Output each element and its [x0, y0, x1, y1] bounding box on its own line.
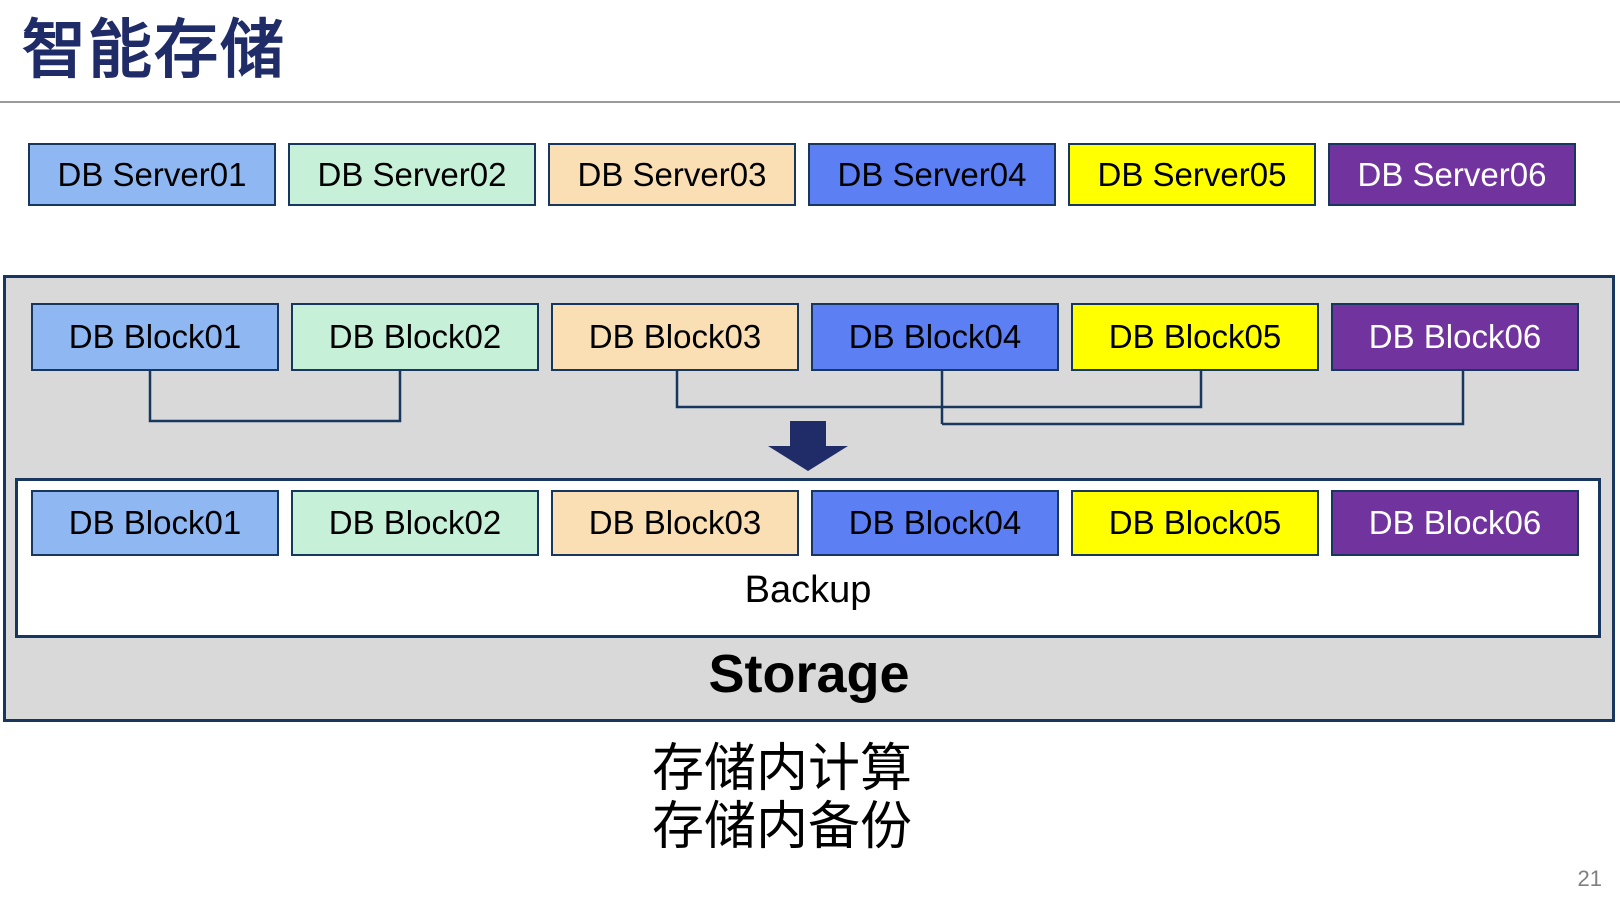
- db-block-box: DB Block03: [551, 303, 799, 371]
- page-number: 21: [1577, 866, 1602, 891]
- db-server-box: DB Server04: [808, 143, 1056, 206]
- db-block-box: DB Block01: [31, 490, 279, 556]
- db-block-box: DB Block04: [811, 303, 1059, 371]
- db-block-box: DB Block01: [31, 303, 279, 371]
- db-block-box: DB Block06: [1331, 490, 1579, 556]
- page-title: 智能存储: [22, 14, 286, 86]
- db-block-box: DB Block06: [1331, 303, 1579, 371]
- db-block-box: DB Block05: [1071, 490, 1319, 556]
- db-server-box: DB Server05: [1068, 143, 1316, 206]
- db-server-box: DB Server01: [28, 143, 276, 206]
- db-block-box: DB Block02: [291, 303, 539, 371]
- db-server-box: DB Server06: [1328, 143, 1576, 206]
- db-block-box: DB Block04: [811, 490, 1059, 556]
- caption-text: 存储内计算 存储内备份: [652, 740, 912, 856]
- down-arrow-icon: [768, 421, 848, 471]
- db-block-box: DB Block03: [551, 490, 799, 556]
- db-block-box: DB Block02: [291, 490, 539, 556]
- title-divider: [0, 101, 1620, 103]
- backup-label: Backup: [744, 569, 872, 611]
- db-block-box: DB Block05: [1071, 303, 1319, 371]
- db-server-box: DB Server03: [548, 143, 796, 206]
- connector-block01-block02: [148, 371, 402, 423]
- db-server-box: DB Server02: [288, 143, 536, 206]
- storage-label: Storage: [708, 644, 910, 704]
- connector-block03-block05: [675, 371, 1203, 409]
- connector-lines: [148, 371, 1465, 471]
- connector-block04-block06: [942, 371, 1465, 426]
- caption-line-2: 存储内备份: [652, 798, 913, 856]
- caption-line-1: 存储内计算: [652, 740, 913, 798]
